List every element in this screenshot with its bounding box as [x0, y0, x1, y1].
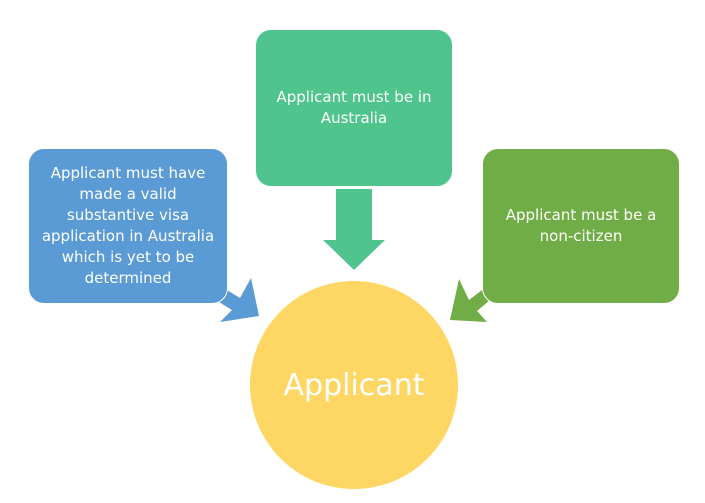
applicant-circle: Applicant — [250, 281, 458, 489]
requirement-text: Applicant must have made a valid substan… — [41, 164, 215, 287]
requirement-box-in-australia: Applicant must be in Australia — [255, 29, 453, 187]
requirement-text: Applicant must be in Australia — [276, 88, 432, 127]
requirement-box-non-citizen: Applicant must be a non-citizen — [482, 148, 680, 304]
arrow-right-down-left-icon — [450, 279, 490, 322]
requirement-text: Applicant must be a non-citizen — [505, 206, 657, 245]
arrow-top-down-icon — [323, 189, 385, 270]
applicant-label: Applicant — [283, 367, 425, 403]
requirement-box-valid-application: Applicant must have made a valid substan… — [28, 148, 228, 304]
